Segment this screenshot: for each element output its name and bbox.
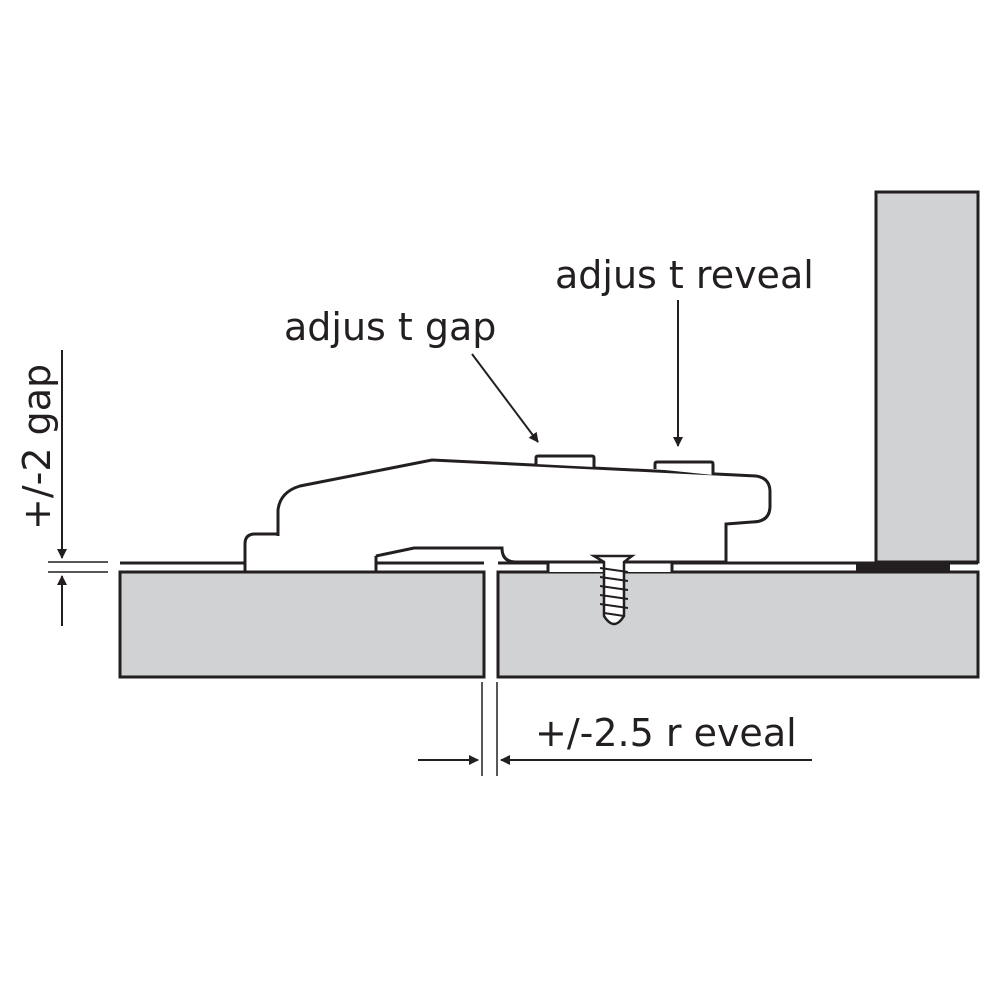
mounting-screw [589,554,636,626]
gap-dimension [48,350,108,626]
cabinet-side-panel [874,190,980,564]
reveal-dimension [418,682,812,776]
reveal-adjust-screw-head [653,460,715,475]
spacer-strip [856,562,950,572]
adjust-gap-arrow [471,353,539,443]
adjust-gap-label: adjus t gap [284,305,496,349]
hinge-arm [276,458,772,564]
gap-range-label: +/-2 gap [15,364,59,530]
reveal-range-label: +/-2.5 r eveal [535,711,797,755]
adjust-reveal-label: adjus t reveal [555,253,814,297]
gap-adjust-screw-head [534,454,596,467]
door-panel-right [496,570,980,679]
door-panel-left [118,570,486,679]
